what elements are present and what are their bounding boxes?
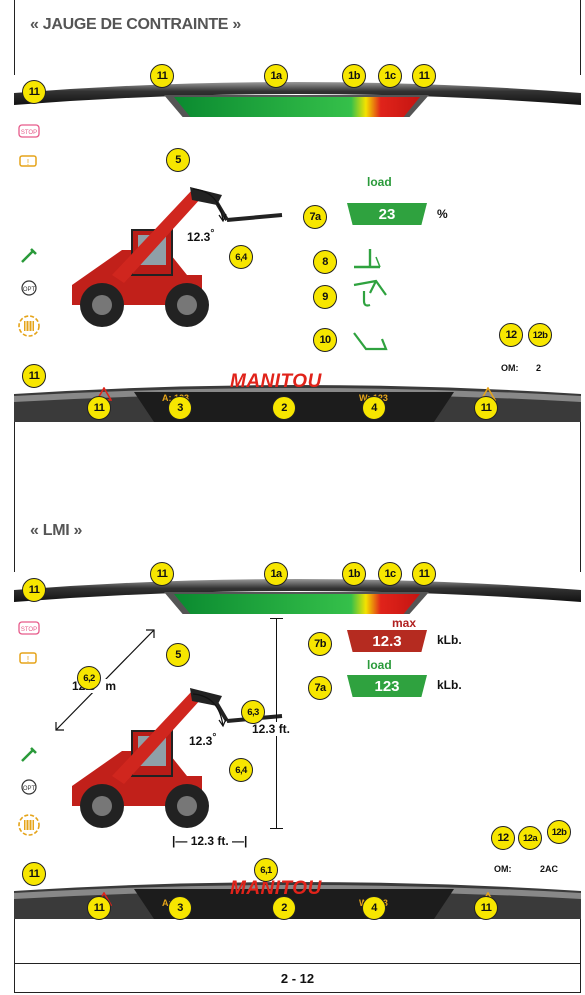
angle-arc-icon	[192, 188, 227, 223]
manitou-logo: MANITOU	[230, 371, 322, 392]
callout-7b: 7b	[308, 632, 332, 656]
callout-6-3: 6,3	[241, 700, 265, 724]
lmi-panel: MANITOU A: 123 W: 123 STOP ! OPT 12.3 m …	[14, 572, 581, 919]
load-value: 23	[347, 203, 427, 225]
callout-7a: 7a	[303, 205, 327, 229]
callout-11: 11	[474, 396, 498, 420]
top-gauge-bar	[14, 579, 581, 614]
axle-icon	[18, 814, 40, 836]
svg-text:STOP: STOP	[21, 130, 37, 136]
section-title-strain-gauge: « JAUGE DE CONTRAINTE »	[30, 16, 241, 33]
callout-11: 11	[22, 364, 46, 388]
forks-level-icon	[354, 249, 381, 269]
stop-icon: STOP	[18, 124, 40, 138]
om-value: 2AC	[540, 864, 559, 874]
callout-1a: 1a	[264, 64, 288, 88]
width-value: |— 12.3 ft. —|	[172, 834, 248, 848]
hook-icon	[353, 279, 387, 307]
load-label: load	[367, 175, 392, 189]
stop-icon: STOP	[18, 621, 40, 635]
callout-11: 11	[150, 64, 174, 88]
load-label: load	[367, 658, 392, 672]
callout-11: 11	[412, 562, 436, 586]
page-number: 2 - 12	[14, 963, 581, 993]
angle-value: 12.3°	[187, 228, 215, 244]
callout-3: 3	[168, 896, 192, 920]
callout-5: 5	[166, 643, 190, 667]
max-label: max	[392, 616, 417, 630]
callout-11: 11	[87, 896, 111, 920]
callout-11: 11	[22, 578, 46, 602]
svg-text:OPT: OPT	[23, 786, 36, 792]
callout-6-4: 6,4	[229, 758, 253, 782]
callout-11: 11	[87, 396, 111, 420]
svg-text:!: !	[27, 655, 29, 664]
axle-icon	[18, 315, 40, 337]
callout-2: 2	[272, 396, 296, 420]
engine-icon: !	[19, 652, 37, 664]
callout-11: 11	[412, 64, 436, 88]
callout-10: 10	[313, 328, 337, 352]
callout-12: 12	[491, 826, 515, 850]
callout-12b: 12b	[547, 820, 571, 844]
bucket-icon	[353, 332, 388, 351]
page-frame	[14, 0, 581, 990]
telehandler-icon	[72, 688, 283, 828]
callout-12a: 12a	[518, 826, 542, 850]
callout-6-4: 6,4	[229, 245, 253, 269]
max-unit: kLb.	[437, 633, 462, 647]
telehandler-icon	[72, 187, 283, 327]
manitou-logo: MANITOU	[230, 878, 322, 899]
angle-arc-icon	[192, 693, 227, 728]
callout-1c: 1c	[378, 562, 402, 586]
callout-2: 2	[272, 896, 296, 920]
tool-icon	[21, 747, 37, 762]
tool-icon	[21, 248, 37, 263]
load-unit: kLb.	[437, 678, 462, 692]
callout-9: 9	[313, 285, 337, 309]
height-marker-top	[270, 618, 283, 619]
callout-11: 11	[22, 80, 46, 104]
callout-1b: 1b	[342, 64, 366, 88]
callout-12: 12	[499, 323, 523, 347]
max-value: 12.3	[347, 630, 427, 652]
callout-4: 4	[362, 396, 386, 420]
svg-text:!: !	[27, 158, 29, 167]
callout-11: 11	[474, 896, 498, 920]
callout-5: 5	[166, 148, 190, 172]
svg-text:STOP: STOP	[21, 627, 37, 633]
callout-11: 11	[150, 562, 174, 586]
height-value: 12.3 ft.	[252, 722, 291, 736]
angle-value: 12.3°	[189, 732, 217, 748]
callout-1c: 1c	[378, 64, 402, 88]
height-marker-bottom	[270, 828, 283, 829]
callout-8: 8	[313, 250, 337, 274]
opt-icon: OPT	[21, 779, 37, 795]
callout-7a: 7a	[308, 676, 332, 700]
callout-1b: 1b	[342, 562, 366, 586]
section-title-lmi: « LMI »	[30, 522, 83, 539]
om-label: OM:	[501, 363, 519, 373]
callout-12b: 12b	[528, 323, 552, 347]
load-unit: %	[437, 207, 448, 221]
callout-6-1: 6,1	[254, 858, 278, 882]
callout-11: 11	[22, 862, 46, 886]
callout-6-2: 6,2	[77, 666, 101, 690]
svg-text:OPT: OPT	[23, 287, 36, 293]
opt-icon: OPT	[21, 280, 37, 296]
top-gauge-bar	[14, 82, 581, 117]
om-value: 2	[536, 363, 542, 373]
strain-gauge-panel: MANITOU A: 123 W: 123 STOP ! OPT 12.3° l…	[14, 75, 581, 422]
load-value: 123	[347, 675, 427, 697]
engine-icon: !	[19, 155, 37, 167]
om-label: OM:	[494, 864, 512, 874]
callout-4: 4	[362, 896, 386, 920]
callout-1a: 1a	[264, 562, 288, 586]
callout-3: 3	[168, 396, 192, 420]
